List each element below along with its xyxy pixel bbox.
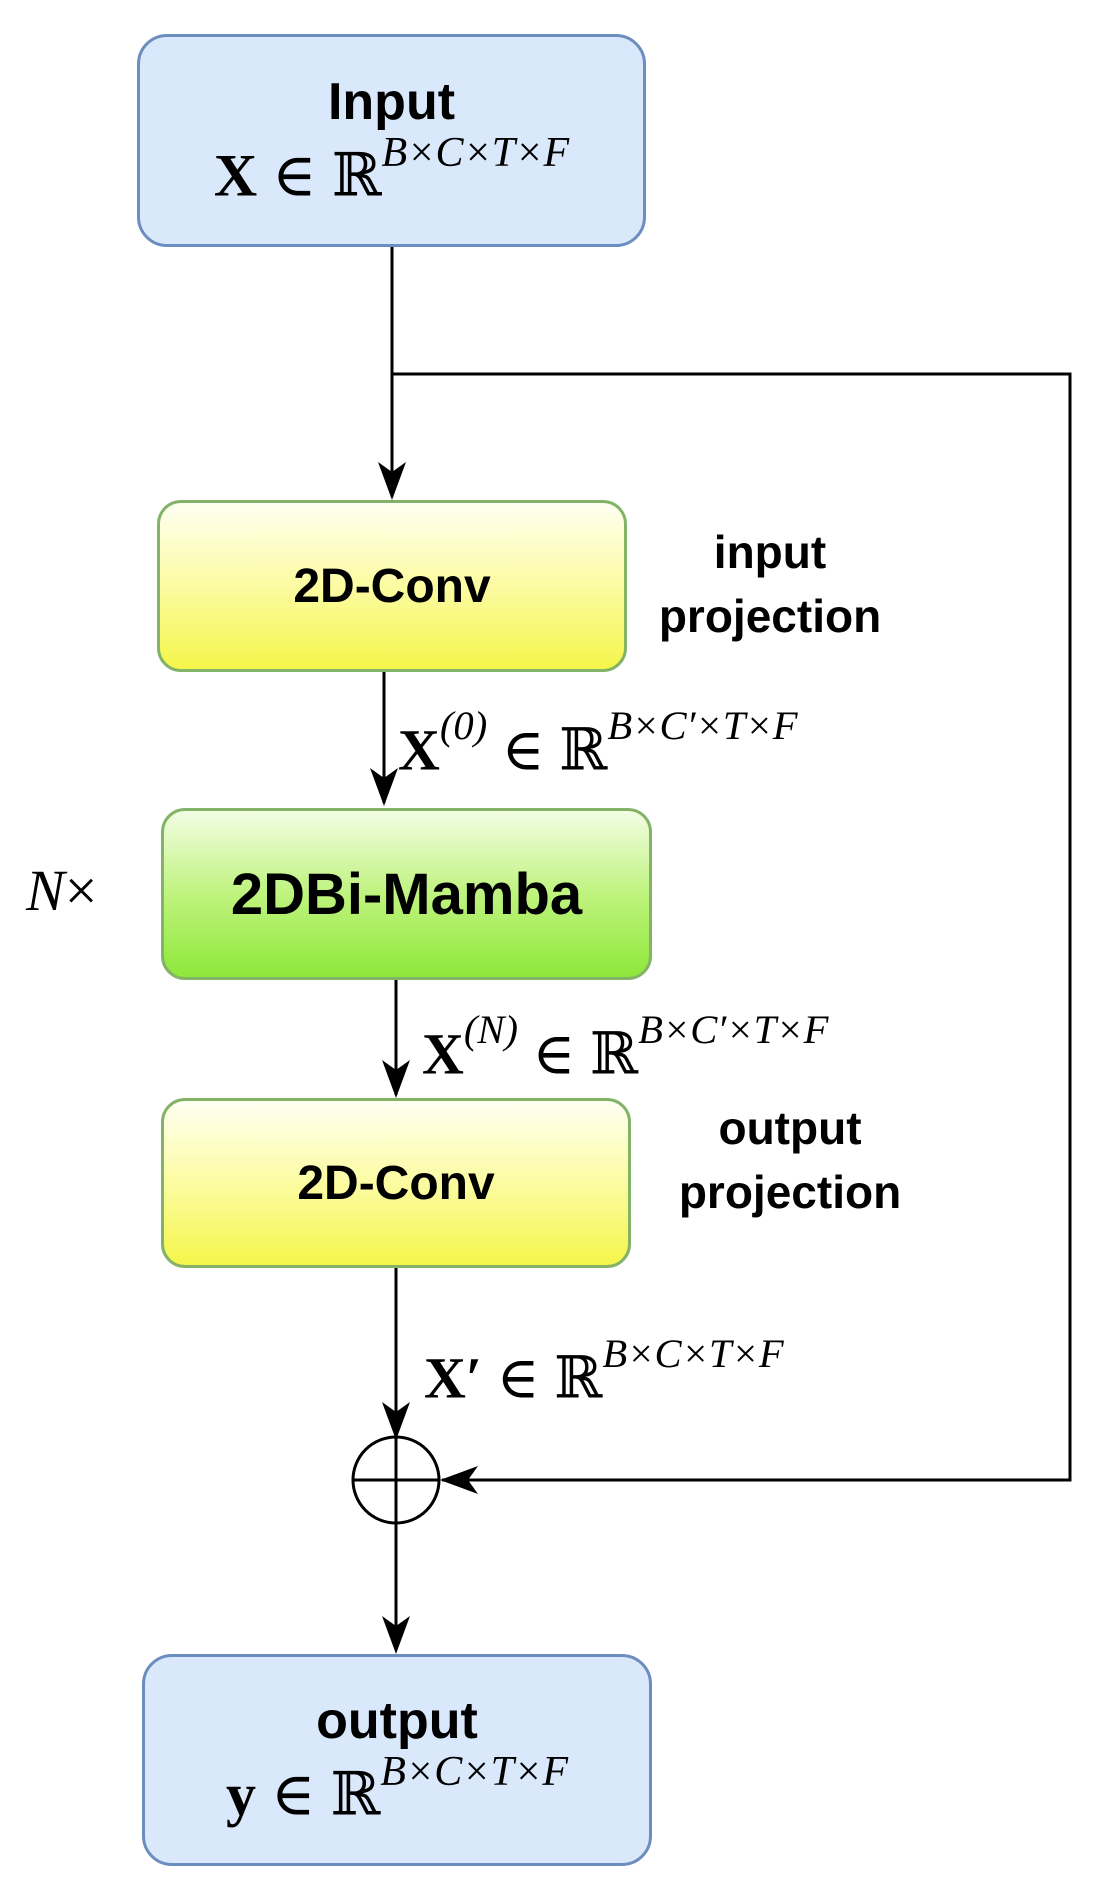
mamba-block: 2DBi-Mamba — [161, 808, 652, 980]
input-var: X — [213, 142, 258, 209]
input-set: ℝ — [331, 142, 382, 209]
input-projection-line1: input — [713, 526, 827, 578]
input-node: Input X ∈ ℝB×C×T×F — [137, 34, 646, 247]
xn-shape-label: X(N) ∈ ℝB×C′×T×F — [422, 1007, 829, 1087]
output-dims: B×C×T×F — [380, 1749, 568, 1796]
repeat-times: × — [64, 858, 98, 923]
x0-set: ℝ — [559, 717, 608, 783]
x0-elem: ∈ — [501, 717, 545, 783]
input-dims: B×C×T×F — [381, 129, 570, 176]
output-projection-annotation: output projection — [640, 1096, 940, 1225]
xn-dims: B×C′×T×F — [638, 1007, 829, 1052]
x0-sup: (0) — [439, 703, 488, 748]
output-var: y — [225, 1761, 256, 1828]
x0-dims: B×C′×T×F — [607, 703, 798, 748]
output-projection-line2: projection — [678, 1166, 902, 1219]
output-projection-line1: output — [718, 1102, 862, 1154]
skip-connection — [392, 372, 1072, 1482]
xprime-var: X′ — [424, 1345, 483, 1411]
input-elem: ∈ — [272, 142, 317, 209]
x0-shape-label: X(0) ∈ ℝB×C′×T×F — [398, 703, 798, 783]
output-title: output — [316, 1692, 478, 1751]
input-shape: X ∈ ℝB×C×T×F — [214, 131, 569, 207]
xn-set: ℝ — [589, 1021, 639, 1087]
sum-node — [351, 1435, 441, 1525]
repeat-var: N — [26, 858, 65, 923]
xprime-dims: B×C×T×F — [602, 1331, 784, 1376]
arrowhead-conv-in — [378, 462, 406, 500]
xn-var: X — [422, 1021, 464, 1087]
arrowhead-skip — [440, 1466, 478, 1494]
xprime-elem: ∈ — [496, 1345, 540, 1411]
xn-sup: (N) — [463, 1007, 518, 1052]
arrowhead-mamba — [370, 768, 398, 806]
conv-input-projection: 2D-Conv — [157, 500, 627, 672]
input-projection-annotation: input projection — [630, 520, 910, 649]
xn-elem: ∈ — [532, 1021, 576, 1087]
mamba-label: 2DBi-Mamba — [230, 861, 583, 927]
output-shape: y ∈ ℝB×C×T×F — [226, 1750, 568, 1826]
xprime-set: ℝ — [554, 1345, 603, 1411]
arrowhead-conv-out — [382, 1060, 410, 1098]
conv-output-label: 2D-Conv — [297, 1156, 495, 1210]
output-elem: ∈ — [270, 1761, 316, 1828]
repeat-count-label: N× — [26, 862, 97, 920]
xprime-shape-label: X′ ∈ ℝB×C×T×F — [424, 1331, 784, 1411]
output-node: output y ∈ ℝB×C×T×F — [142, 1654, 652, 1866]
conv-input-label: 2D-Conv — [293, 559, 491, 613]
arrowhead-output — [382, 1616, 410, 1654]
conv-output-projection: 2D-Conv — [161, 1098, 631, 1268]
arrowhead-sum-top — [382, 1402, 410, 1440]
x0-var: X — [398, 717, 440, 783]
input-projection-line2: projection — [658, 590, 882, 643]
input-title: Input — [327, 72, 456, 131]
output-set: ℝ — [330, 1761, 381, 1828]
